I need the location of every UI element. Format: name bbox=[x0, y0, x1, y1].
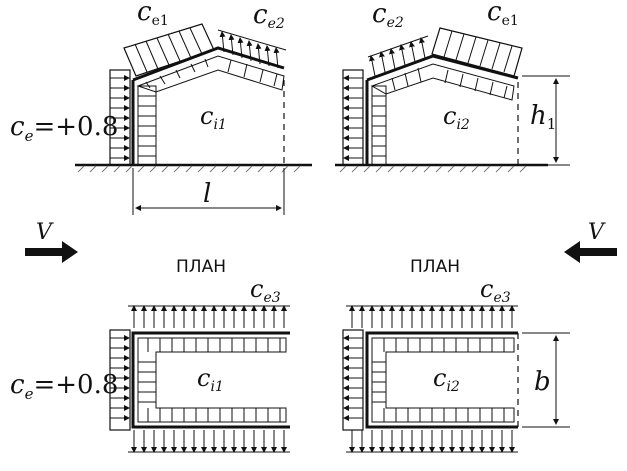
plan-left-top-suction bbox=[131, 305, 287, 328]
ce1-pressure-block bbox=[123, 23, 215, 77]
label-ce1-left: ce1 bbox=[137, 0, 169, 29]
label-v-right: V bbox=[588, 220, 606, 245]
plan-right-bottom-suction bbox=[349, 430, 515, 453]
label-ci2-elevation: ci2 bbox=[443, 102, 470, 133]
plan-left: ce=+0.8 ce3 ci1 bbox=[10, 275, 290, 453]
ce2-suction-arrows-left bbox=[219, 31, 280, 69]
wind-direction: V V bbox=[25, 220, 617, 263]
roof-left bbox=[132, 46, 285, 82]
internal-roof-strip-left bbox=[136, 55, 285, 93]
label-l: l bbox=[203, 179, 211, 209]
plan-left-bottom-suction bbox=[131, 430, 287, 453]
plan-left-internal-strip bbox=[137, 337, 287, 423]
plan-right-internal-strip bbox=[371, 337, 515, 423]
label-ce-left: ce=+0.8 bbox=[10, 112, 118, 145]
internal-roof-strip-right bbox=[370, 63, 515, 101]
label-ce3-left: ce3 bbox=[250, 275, 281, 306]
plan-left-walls bbox=[131, 331, 290, 429]
elevation-right: ce2 ce1 ci2 h1 bbox=[335, 0, 570, 173]
label-ci2-plan: ci2 bbox=[433, 364, 460, 395]
label-ce1-right: ce1 bbox=[487, 0, 519, 29]
ground-hatch-left bbox=[77, 165, 301, 173]
dimension-h1 bbox=[522, 75, 570, 166]
label-ci1-plan: ci1 bbox=[197, 364, 224, 395]
label-ce2-right: ce2 bbox=[372, 0, 404, 31]
plan-title-right: ПЛАН bbox=[410, 257, 460, 277]
pressure-arrows-left bbox=[110, 75, 130, 161]
dimension-l bbox=[132, 168, 285, 215]
label-h1: h1 bbox=[530, 101, 556, 133]
plan-right-top-suction bbox=[349, 305, 515, 328]
ground-hatch-right bbox=[339, 165, 527, 173]
ce1-pressure-block-right bbox=[431, 27, 523, 77]
plan-right: ce3 ci2 b bbox=[342, 275, 570, 453]
wind-arrow-right-icon bbox=[25, 241, 78, 263]
ce2-suction-arrows-right bbox=[369, 37, 426, 77]
plan-right-walls bbox=[365, 331, 518, 429]
label-ci1-elevation: ci1 bbox=[200, 102, 227, 133]
label-v-left: V bbox=[36, 220, 54, 245]
elevation-left: ce=+0.8 ce1 ce2 ci1 l bbox=[10, 0, 312, 215]
plan-left-pressure-arrows bbox=[110, 335, 130, 421]
plan-right-suction-arrows bbox=[343, 335, 363, 421]
dimension-b bbox=[522, 332, 570, 428]
label-ce-plan: ce=+0.8 bbox=[10, 370, 118, 403]
wind-arrow-left-icon bbox=[564, 241, 617, 263]
label-ce2-left: ce2 bbox=[253, 0, 285, 32]
plan-title-left: ПЛАН bbox=[176, 257, 226, 277]
label-b: b bbox=[534, 367, 551, 397]
label-ce3-right: ce3 bbox=[480, 275, 511, 306]
roof-right bbox=[366, 54, 519, 82]
suction-arrows-right-wall bbox=[343, 75, 363, 161]
